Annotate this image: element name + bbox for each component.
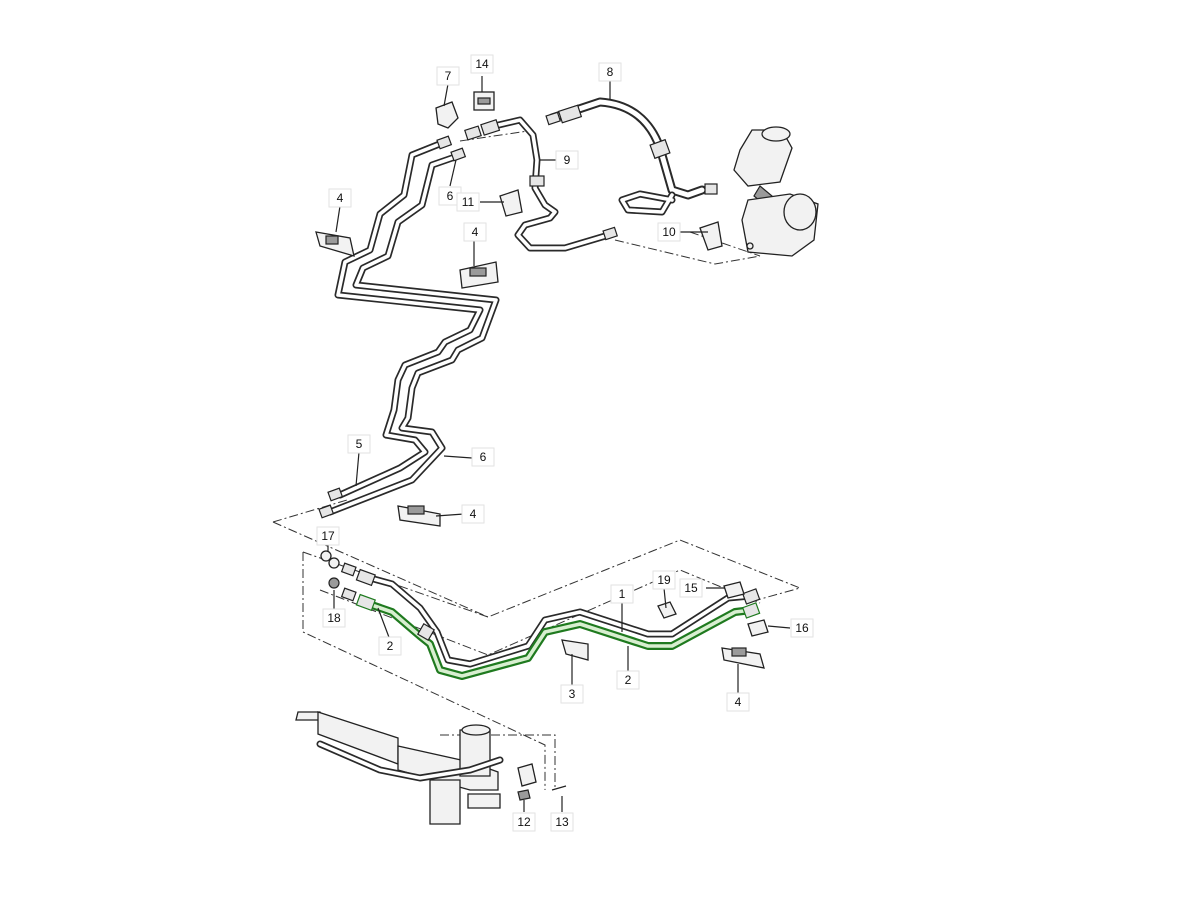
leader-lines (327, 76, 791, 812)
callout-box (657, 222, 681, 242)
line-group-5-6 (318, 135, 500, 519)
part-callout: 6 (471, 447, 495, 467)
part-callout: 12 (512, 812, 536, 832)
line-group-9 (464, 116, 619, 252)
part-callout: 8 (598, 62, 622, 82)
callout-box (790, 618, 814, 638)
upper-brackets (315, 91, 523, 527)
callout-box (512, 812, 536, 832)
callout-box (456, 192, 480, 212)
callout-box (550, 812, 574, 832)
part-number-label: 4 (735, 695, 742, 709)
reference-lines (272, 130, 802, 790)
steering-rack (295, 711, 567, 825)
part-number-label: 9 (564, 153, 571, 167)
callout-box (463, 222, 487, 242)
part-callout: 9 (555, 150, 579, 170)
part-callout: 4 (328, 188, 352, 208)
part-callout: 5 (347, 434, 371, 454)
callout-box (555, 150, 579, 170)
callout-box (726, 692, 750, 712)
callout-box (679, 578, 703, 598)
part-callout: 14 (470, 54, 494, 74)
part-number-label: 17 (321, 529, 335, 543)
callout-box (560, 684, 584, 704)
callout-box (328, 188, 352, 208)
callout-box (347, 434, 371, 454)
part-number-label: 18 (327, 611, 341, 625)
part-number-label: 4 (472, 225, 479, 239)
part-callout: 18 (322, 608, 346, 628)
part-callout: 3 (560, 684, 584, 704)
part-number-label: 1 (619, 587, 626, 601)
callout-box (610, 584, 634, 604)
part-number-label: 5 (356, 437, 363, 451)
part-number-label: 8 (607, 65, 614, 79)
part-callout: 1 (610, 584, 634, 604)
part-callout: 11 (456, 192, 480, 212)
part-callout: 4 (463, 222, 487, 242)
callouts: 14 7 8 9 6 11 4 10 4 5 6 4 17 19 15 1 16 18 2 2 3 4 12 13 (316, 54, 814, 832)
callout-box (598, 62, 622, 82)
part-number-label: 11 (462, 195, 475, 209)
part-number-label: 4 (470, 507, 477, 521)
part-number-label: 13 (555, 815, 569, 829)
part-number-label: 19 (657, 573, 671, 587)
part-callout: 2 (616, 670, 640, 690)
part-number-label: 6 (447, 189, 454, 203)
part-callout: 16 (790, 618, 814, 638)
callout-box (470, 54, 494, 74)
part-callout: 13 (550, 812, 574, 832)
part-number-label: 10 (662, 225, 676, 239)
part-number-label: 7 (445, 69, 452, 83)
part-number-label: 3 (569, 687, 576, 701)
part-number-label: 12 (517, 815, 531, 829)
part-callout: 15 (679, 578, 703, 598)
part-callout: 4 (726, 692, 750, 712)
part-number-label: 6 (480, 450, 487, 464)
part-callout: 2 (378, 636, 402, 656)
callout-box (616, 670, 640, 690)
hose-8 (545, 97, 718, 216)
part-number-label: 2 (387, 639, 394, 653)
callout-box (436, 66, 460, 86)
callout-box (461, 504, 485, 524)
part-callout: 7 (436, 66, 460, 86)
part-number-label: 16 (795, 621, 809, 635)
callout-box (652, 570, 676, 590)
callout-box (322, 608, 346, 628)
part-number-label: 4 (337, 191, 344, 205)
part-number-label: 2 (625, 673, 632, 687)
part-callout: 17 (316, 526, 340, 546)
part-callout: 4 (461, 504, 485, 524)
part-number-label: 15 (684, 581, 698, 595)
part-callout: 10 (657, 222, 681, 242)
line-group-1-2 (340, 562, 761, 680)
part-callout: 19 (652, 570, 676, 590)
pump-reservoir (699, 126, 819, 257)
callout-box (316, 526, 340, 546)
callout-box (471, 447, 495, 467)
lower-small-parts (320, 550, 769, 669)
callout-box (378, 636, 402, 656)
part-number-label: 14 (475, 57, 489, 71)
